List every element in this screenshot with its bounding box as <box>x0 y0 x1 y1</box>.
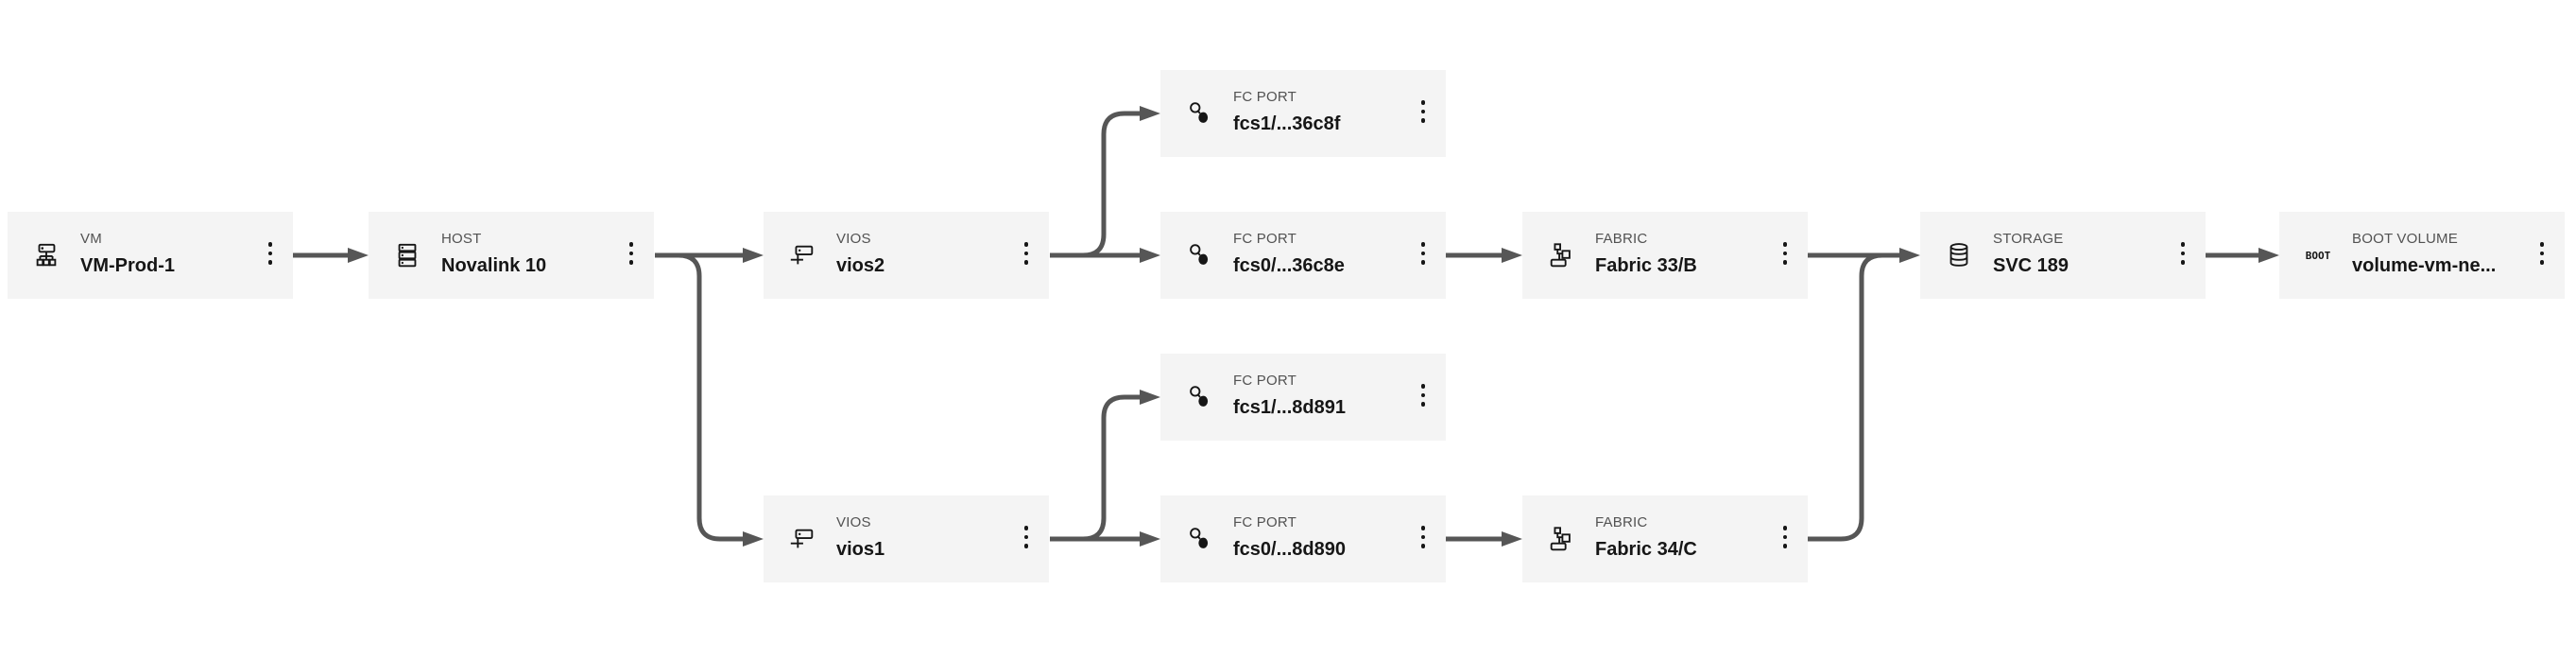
edge-fcport-36c8e-fabric-33b <box>1445 248 1522 263</box>
node-name: fcs0/...8d890 <box>1233 539 1346 560</box>
node-host[interactable]: HOST Novalink 10 <box>369 212 654 299</box>
node-fcport-fcs1-8d891[interactable]: FC PORT fcs1/...8d891 <box>1160 354 1446 441</box>
edge-vm-host <box>293 248 369 263</box>
fc-port-icon <box>1185 525 1213 553</box>
edge-vios2-fcport-fcs1-36c8f <box>1082 106 1160 258</box>
overflow-menu-button[interactable] <box>2166 234 2200 272</box>
node-name: fcs0/...36c8e <box>1233 255 1345 276</box>
node-fcport-fcs0-36c8e[interactable]: FC PORT fcs0/...36c8e <box>1160 212 1446 299</box>
node-vios1[interactable]: VIOS vios1 <box>764 495 1049 582</box>
node-type-label: VIOS <box>836 514 871 530</box>
node-boot-volume[interactable]: BOOT BOOT VOLUME volume-vm-ne... <box>2279 212 2565 299</box>
edge-host-vios2 <box>655 248 764 263</box>
node-type-label: STORAGE <box>1993 231 2064 247</box>
node-name: Fabric 34/C <box>1595 539 1697 560</box>
node-storage[interactable]: STORAGE SVC 189 <box>1920 212 2206 299</box>
edge-host-vios1 <box>678 252 764 547</box>
node-type-label: HOST <box>441 231 482 247</box>
node-fabric-34c[interactable]: FABRIC Fabric 34/C <box>1522 495 1808 582</box>
vios-icon <box>788 525 816 553</box>
node-type-label: FC PORT <box>1233 89 1297 105</box>
fabric-icon <box>1547 241 1575 269</box>
overflow-menu-button[interactable] <box>2525 234 2559 272</box>
edge-storage-boot-volume <box>2203 248 2279 263</box>
host-icon <box>393 241 421 269</box>
edge-fcport-8d890-fabric-34c <box>1445 531 1522 547</box>
node-name: Fabric 33/B <box>1595 255 1697 276</box>
node-type-label: VIOS <box>836 231 871 247</box>
node-type-label: FABRIC <box>1595 231 1648 247</box>
node-type-label: FABRIC <box>1595 514 1648 530</box>
node-name: volume-vm-ne... <box>2352 255 2497 276</box>
node-name: vios2 <box>836 255 885 276</box>
overflow-menu-button[interactable] <box>1009 518 1043 556</box>
overflow-menu-button[interactable] <box>1768 518 1802 556</box>
node-type-label: FC PORT <box>1233 514 1297 530</box>
overflow-menu-button[interactable] <box>1406 234 1440 272</box>
node-name: fcs1/...36c8f <box>1233 113 1341 134</box>
overflow-menu-button[interactable] <box>1009 234 1043 272</box>
node-name: VM-Prod-1 <box>80 255 175 276</box>
node-name: Novalink 10 <box>441 255 547 276</box>
edge-vios1-fcport-fcs0-8d890 <box>1050 531 1160 547</box>
edge-vios2-fcport-fcs0-36c8e <box>1050 248 1160 263</box>
fc-port-icon <box>1185 241 1213 269</box>
fc-port-icon <box>1185 383 1213 411</box>
node-type-label: FC PORT <box>1233 373 1297 389</box>
node-fcport-fcs0-8d890[interactable]: FC PORT fcs0/...8d890 <box>1160 495 1446 582</box>
node-type-label: FC PORT <box>1233 231 1297 247</box>
edge-fabric-34c-storage <box>1808 252 1898 542</box>
overflow-menu-button[interactable] <box>1768 234 1802 272</box>
vios-icon <box>788 241 816 269</box>
storage-icon <box>1945 241 1973 269</box>
boot-volume-icon: BOOT <box>2305 249 2331 262</box>
overflow-menu-button[interactable] <box>253 234 287 272</box>
edge-vios1-fcport-fcs1-8d891 <box>1082 390 1160 542</box>
fabric-icon <box>1547 525 1575 553</box>
node-name: fcs1/...8d891 <box>1233 397 1346 418</box>
node-type-label: VM <box>80 231 102 247</box>
node-fcport-fcs1-36c8f[interactable]: FC PORT fcs1/...36c8f <box>1160 70 1446 157</box>
node-fabric-33b[interactable]: FABRIC Fabric 33/B <box>1522 212 1808 299</box>
overflow-menu-button[interactable] <box>1406 93 1440 130</box>
fc-port-icon <box>1185 99 1213 128</box>
node-type-label: BOOT VOLUME <box>2352 231 2458 247</box>
node-vm[interactable]: VM VM-Prod-1 <box>8 212 293 299</box>
node-vios2[interactable]: VIOS vios2 <box>764 212 1049 299</box>
node-name: SVC 189 <box>1993 255 2069 276</box>
overflow-menu-button[interactable] <box>614 234 648 272</box>
overflow-menu-button[interactable] <box>1406 518 1440 556</box>
vm-icon <box>32 241 60 269</box>
overflow-menu-button[interactable] <box>1406 376 1440 414</box>
node-name: vios1 <box>836 539 885 560</box>
